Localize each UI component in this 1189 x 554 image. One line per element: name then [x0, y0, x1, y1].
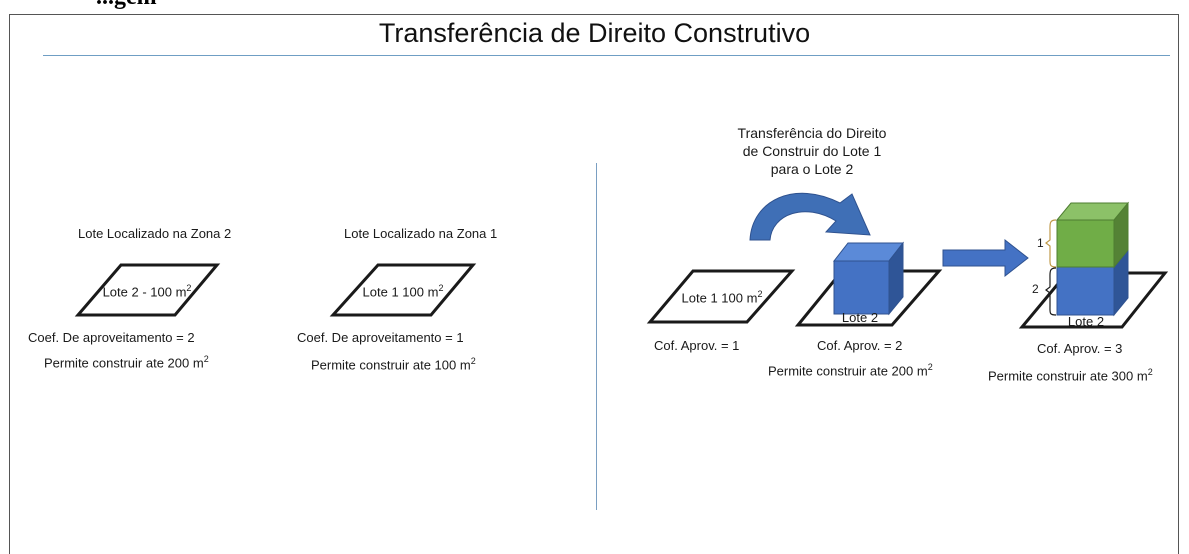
- title-underline: [43, 55, 1170, 56]
- lot-a-coef: Coef. De aproveitamento = 2: [28, 330, 195, 345]
- transfer-lot-1-plot: [646, 269, 796, 324]
- transfer-caption-line-3: para o Lote 2: [770, 161, 854, 177]
- transfer-lot-2-permit: Permite construir ate 200 m2: [768, 362, 933, 379]
- transfer-lot-2-plot: [794, 269, 943, 327]
- result-stacked-building: [1055, 201, 1130, 317]
- result-coef: Cof. Aprov. = 3: [1037, 341, 1123, 356]
- result-permit: Permite construir ate 300 m2: [988, 367, 1153, 384]
- header-fragment: ...gem: [96, 0, 157, 11]
- slide-frame: [9, 14, 1179, 554]
- transfer-lot-1-label: Lote 1 100 m2: [681, 289, 763, 306]
- page-title: Transferência de Direito Construtivo: [378, 18, 811, 48]
- transfer-caption-line-2: de Construir do Lote 1: [742, 143, 882, 159]
- result-lot-2-plot: [1018, 271, 1169, 329]
- result-arrow: [942, 238, 1029, 278]
- transfer-caption: Transferência do Direito de Construir do…: [738, 124, 887, 178]
- transfer-caption-line-1: Transferência do Direito: [737, 125, 887, 141]
- result-lot-label: Lote 2: [1067, 314, 1105, 329]
- lot-a-permit: Permite construir ate 200 m2: [44, 354, 209, 371]
- bracket-bottom: [1045, 267, 1057, 316]
- curved-transfer-arrow: [749, 192, 871, 241]
- transfer-lot-2-coef: Cof. Aprov. = 2: [817, 338, 903, 353]
- lot-a-heading: Lote Localizado na Zona 2: [78, 226, 232, 241]
- lot-2-zone-2-plot: [74, 263, 221, 317]
- bracket-top: [1045, 219, 1057, 268]
- lot-b-coef: Coef. De aproveitamento = 1: [297, 330, 464, 345]
- lot-b-heading: Lote Localizado na Zona 1: [344, 226, 498, 241]
- bracket-top-label: 1: [1037, 236, 1044, 250]
- lot-b-plot-label: Lote 1 100 m2: [362, 283, 444, 300]
- lot-2-building-cube: [832, 241, 905, 316]
- bracket-bottom-label: 2: [1032, 282, 1039, 296]
- lot-b-permit: Permite construir ate 100 m2: [311, 356, 476, 373]
- lot-a-plot-label: Lote 2 - 100 m2: [102, 283, 192, 300]
- transfer-lot-2-label: Lote 2: [841, 310, 879, 325]
- transfer-lot-1-coef: Cof. Aprov. = 1: [654, 338, 740, 353]
- lot-1-zone-1-plot: [329, 263, 477, 317]
- center-divider: [596, 163, 597, 510]
